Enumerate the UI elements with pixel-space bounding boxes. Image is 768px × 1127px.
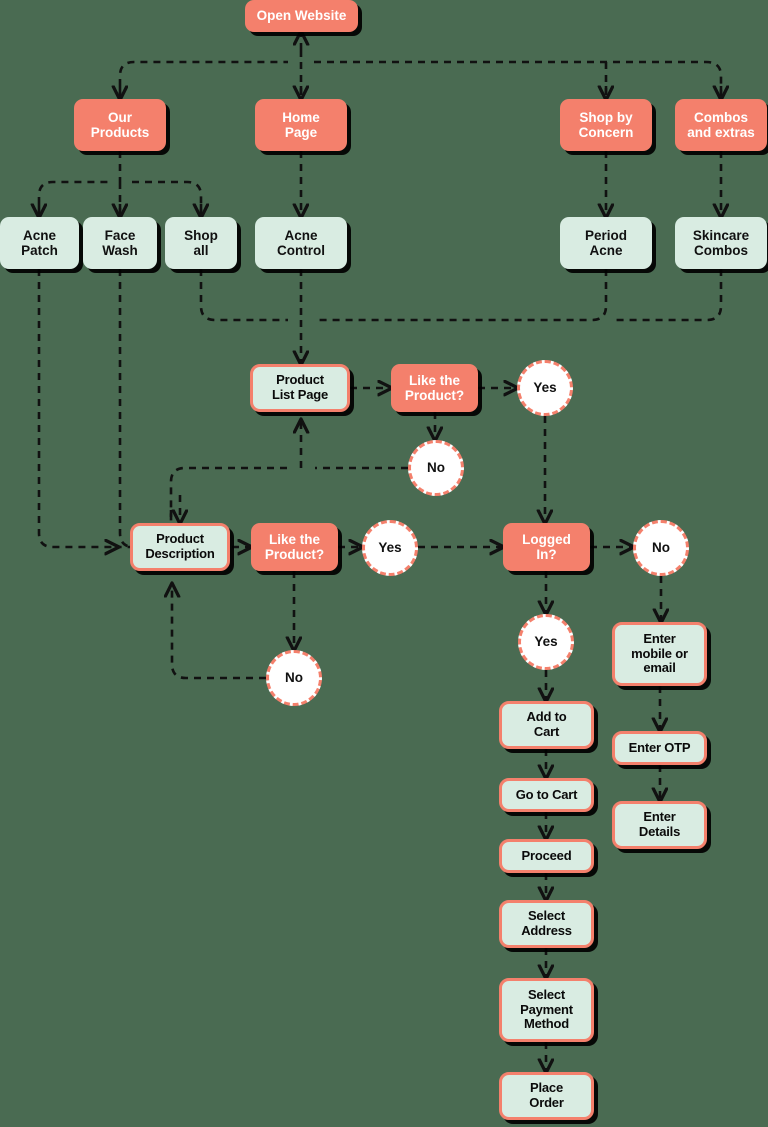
node-enter-otp[interactable]: Enter OTP (612, 731, 707, 765)
node-label-yes-3: Yes (534, 634, 558, 650)
node-select-address[interactable]: Select Address (499, 900, 594, 948)
node-shop-all[interactable]: Shop all (165, 217, 237, 269)
node-face-wash[interactable]: Face Wash (83, 217, 157, 269)
node-label-yes-2: Yes (378, 540, 402, 556)
node-label-place-order: Place Order (529, 1080, 564, 1110)
node-label-no-1: No (427, 460, 445, 476)
node-label-logged-in: Logged In? (522, 531, 571, 562)
node-our-products[interactable]: Our Products (74, 99, 166, 151)
node-label-no-2: No (652, 540, 670, 556)
node-enter-details[interactable]: Enter Details (612, 801, 707, 849)
node-product-list-page[interactable]: Product List Page (250, 364, 350, 412)
node-yes-2[interactable]: Yes (362, 520, 418, 576)
node-place-order[interactable]: Place Order (499, 1072, 594, 1120)
node-no-1[interactable]: No (408, 440, 464, 496)
node-logged-in[interactable]: Logged In? (503, 523, 590, 571)
node-label-shop-by-concern: Shop by Concern (578, 109, 634, 140)
node-label-like-product-1: Like the Product? (404, 372, 465, 403)
node-yes-1[interactable]: Yes (517, 360, 573, 416)
node-label-our-products: Our Products (90, 109, 150, 140)
node-acne-patch[interactable]: Acne Patch (0, 217, 79, 269)
node-go-to-cart[interactable]: Go to Cart (499, 778, 594, 812)
node-label-add-to-cart: Add to Cart (526, 709, 567, 739)
node-label-product-list-page: Product List Page (272, 372, 328, 402)
node-period-acne[interactable]: Period Acne (560, 217, 652, 269)
node-label-open-website: Open Website (256, 8, 347, 24)
node-label-like-product-2: Like the Product? (264, 531, 325, 562)
node-label-no-3: No (285, 670, 303, 686)
node-label-combos-and-extras: Combos and extras (687, 109, 755, 140)
node-skincare-combos[interactable]: Skincare Combos (675, 217, 767, 269)
node-proceed[interactable]: Proceed (499, 839, 594, 873)
node-label-acne-control: Acne Control (277, 227, 325, 258)
node-home-page[interactable]: Home Page (255, 99, 347, 151)
node-acne-control[interactable]: Acne Control (255, 217, 347, 269)
node-label-enter-mobile-email: Enter mobile or email (631, 631, 688, 676)
node-label-face-wash: Face Wash (102, 227, 138, 258)
node-yes-3[interactable]: Yes (518, 614, 574, 670)
node-add-to-cart[interactable]: Add to Cart (499, 701, 594, 749)
node-label-skincare-combos: Skincare Combos (692, 227, 750, 258)
node-label-yes-1: Yes (533, 380, 557, 396)
node-label-select-address: Select Address (521, 908, 572, 938)
node-product-description[interactable]: Product Description (130, 523, 230, 571)
node-label-select-payment: Select Payment Method (520, 987, 573, 1032)
node-label-shop-all: Shop all (184, 227, 218, 258)
node-no-3[interactable]: No (266, 650, 322, 706)
node-label-enter-details: Enter Details (638, 809, 681, 839)
node-enter-mobile-email[interactable]: Enter mobile or email (612, 622, 707, 686)
node-like-product-2[interactable]: Like the Product? (251, 523, 338, 571)
node-label-acne-patch: Acne Patch (21, 227, 58, 258)
node-label-enter-otp: Enter OTP (628, 739, 691, 755)
node-shop-by-concern[interactable]: Shop by Concern (560, 99, 652, 151)
node-no-2[interactable]: No (633, 520, 689, 576)
node-label-period-acne: Period Acne (584, 227, 627, 258)
node-combos-and-extras[interactable]: Combos and extras (675, 99, 767, 151)
node-label-go-to-cart: Go to Cart (515, 786, 578, 802)
node-select-payment[interactable]: Select Payment Method (499, 978, 594, 1042)
node-open-website[interactable]: Open Website (245, 0, 358, 32)
node-label-proceed: Proceed (521, 847, 572, 863)
node-label-product-description: Product Description (145, 531, 215, 561)
node-label-home-page: Home Page (282, 109, 320, 140)
node-like-product-1[interactable]: Like the Product? (391, 364, 478, 412)
